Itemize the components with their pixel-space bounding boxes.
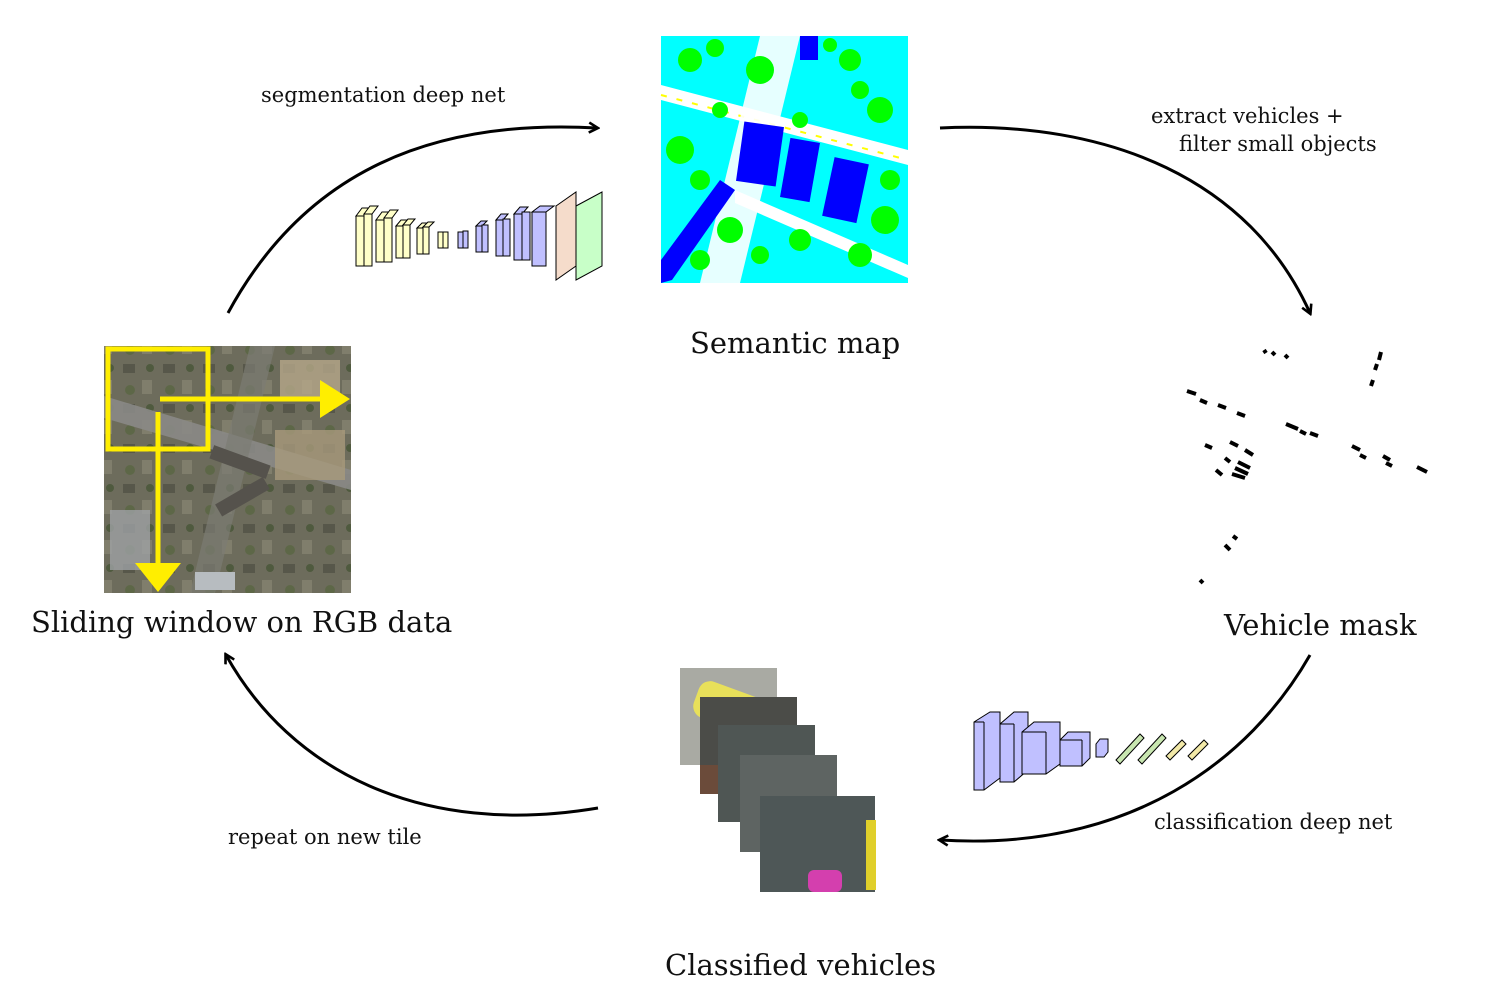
edge-label-extract-line1: extract vehicles + bbox=[1151, 104, 1344, 128]
arrow-extract bbox=[939, 125, 1310, 313]
rgb-tile-image bbox=[104, 346, 351, 593]
arrow-repeat bbox=[226, 655, 599, 817]
arrow-segmentation bbox=[226, 127, 597, 314]
edge-label-classification: classification deep net bbox=[1154, 810, 1393, 834]
vehicle-mask-image bbox=[1186, 348, 1428, 585]
node-label-classified-vehicles: Classified vehicles bbox=[665, 948, 937, 982]
node-label-semantic-map: Semantic map bbox=[690, 326, 901, 360]
node-label-vehicle-mask: Vehicle mask bbox=[1224, 608, 1417, 642]
arrow-classification bbox=[940, 654, 1312, 841]
edge-label-segmentation: segmentation deep net bbox=[261, 83, 506, 107]
segmentation-net-icon bbox=[355, 191, 603, 281]
node-label-sliding-window: Sliding window on RGB data bbox=[31, 605, 453, 639]
classified-vehicles-image bbox=[680, 668, 876, 892]
edge-label-repeat: repeat on new tile bbox=[228, 825, 422, 849]
edge-label-extract-line2: filter small objects bbox=[1179, 132, 1377, 156]
sliding-window-overlay bbox=[105, 346, 350, 592]
vehicle-tile-5 bbox=[760, 796, 876, 892]
classification-net-icon bbox=[973, 711, 1209, 791]
semantic-map-image bbox=[660, 36, 909, 283]
